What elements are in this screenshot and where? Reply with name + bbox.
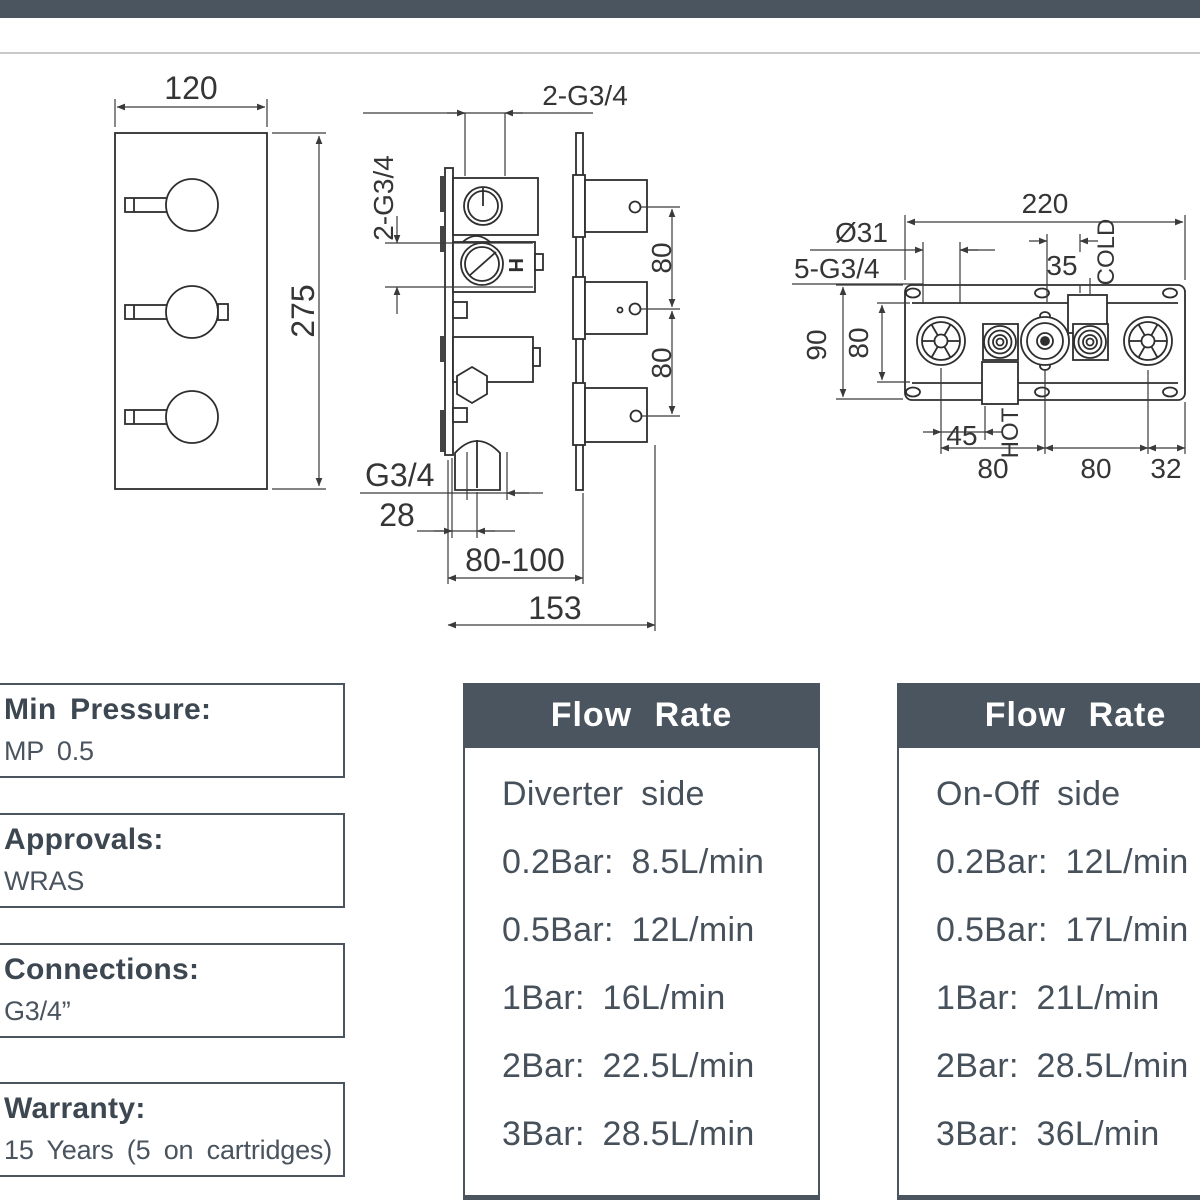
spec-label: Approvals: <box>4 823 164 856</box>
side-view-drawing: H <box>360 80 680 631</box>
dim-back-cold-offset: 35 <box>1046 250 1077 281</box>
flow-table-body: Diverter side 0.2Bar: 8.5L/min 0.5Bar: 1… <box>465 748 818 1168</box>
spec-label: Warranty: <box>4 1092 146 1125</box>
mounting-bracket <box>904 284 1186 405</box>
dim-back-span-left: 80 <box>977 453 1008 484</box>
dim-front-width: 120 <box>164 70 217 106</box>
side-dim-lines <box>360 109 680 631</box>
flow-row: 0.2Bar: 8.5L/min <box>502 843 765 881</box>
flow-row: 0.5Bar: 12L/min <box>502 911 755 949</box>
back-view-drawing: 220 Ø31 5-G3/4 35 COLD 90 80 45 HOT 80 8… <box>792 188 1186 484</box>
spec-box-warranty: Warranty: 15 Years (5 on cartridges) <box>0 1082 345 1177</box>
dim-front-height: 275 <box>285 284 321 337</box>
dim-side-left-ports: 2-G3/4 <box>368 155 399 241</box>
spec-value: 15 Years (5 on cartridges) <box>4 1135 332 1165</box>
flow-row: 1Bar: 16L/min <box>502 979 726 1017</box>
spec-label: Min Pressure: <box>4 693 212 726</box>
front-dim-lines <box>114 99 326 490</box>
hot-indicator-symbol: H <box>504 258 526 272</box>
flow-table-diverter: Flow Rate Diverter side 0.2Bar: 8.5L/min… <box>463 683 820 1200</box>
flow-row: 0.5Bar: 17L/min <box>936 911 1189 949</box>
hot-port-label: HOT <box>997 407 1024 458</box>
port-thermo-left <box>916 316 966 366</box>
dim-back-hot-offset: 45 <box>946 420 977 451</box>
flow-table-body: On-Off side 0.2Bar: 12L/min 0.5Bar: 17L/… <box>899 748 1200 1168</box>
port-thermo-right <box>1123 316 1173 366</box>
flow-table-title: Flow Rate <box>899 683 1200 748</box>
spec-box-connections: Connections: G3/4” <box>0 943 345 1038</box>
back-dim-lines <box>792 215 1186 454</box>
spec-value: G3/4” <box>4 996 71 1026</box>
spec-box-approvals: Approvals: WRAS <box>0 813 345 908</box>
dim-back-inner-height: 80 <box>843 327 874 358</box>
top-bar <box>0 0 1200 18</box>
flow-table-onoff: Flow Rate On-Off side 0.2Bar: 12L/min 0.… <box>897 683 1200 1200</box>
flow-row: 1Bar: 21L/min <box>936 979 1160 1017</box>
side-valve-body <box>440 132 648 491</box>
dim-side-total: 153 <box>528 590 581 626</box>
flow-row: 3Bar: 36L/min <box>936 1115 1160 1153</box>
dim-back-width: 220 <box>1022 188 1069 219</box>
flow-table-subtitle: On-Off side <box>936 775 1121 813</box>
dim-side-offset: 28 <box>379 497 415 533</box>
port-onoff-right <box>1073 325 1107 359</box>
front-view-drawing: 120 275 <box>114 70 326 490</box>
dim-back-edge: 32 <box>1150 453 1181 484</box>
dim-side-depth: 80-100 <box>465 542 565 578</box>
front-plate-and-handles <box>114 132 268 490</box>
dim-side-outlet: G3/4 <box>365 457 434 493</box>
spec-box-min-pressure: Min Pressure: MP 0.5 <box>0 683 345 778</box>
port-diverter-center <box>1020 311 1070 371</box>
dim-side-top-ports: 2-G3/4 <box>542 80 628 111</box>
dim-back-port-dia: Ø31 <box>835 217 888 248</box>
flow-table-title: Flow Rate <box>465 683 818 748</box>
dim-back-span-right: 80 <box>1080 453 1111 484</box>
header-divider <box>0 52 1200 54</box>
dim-back-threads: 5-G3/4 <box>794 253 880 284</box>
cold-port-label: COLD <box>1093 219 1120 286</box>
dim-side-spacing-upper: 80 <box>646 242 677 273</box>
spec-value: WRAS <box>4 866 85 896</box>
spec-label: Connections: <box>4 953 200 986</box>
spec-value: MP 0.5 <box>4 736 94 766</box>
flow-row: 2Bar: 22.5L/min <box>502 1047 755 1085</box>
flow-row: 2Bar: 28.5L/min <box>936 1047 1189 1085</box>
port-onoff-left <box>983 325 1017 359</box>
flow-table-subtitle: Diverter side <box>502 775 705 813</box>
flow-row: 0.2Bar: 12L/min <box>936 843 1189 881</box>
dim-back-height: 90 <box>801 329 832 360</box>
flow-row: 3Bar: 28.5L/min <box>502 1115 755 1153</box>
dim-side-spacing-lower: 80 <box>646 347 677 378</box>
